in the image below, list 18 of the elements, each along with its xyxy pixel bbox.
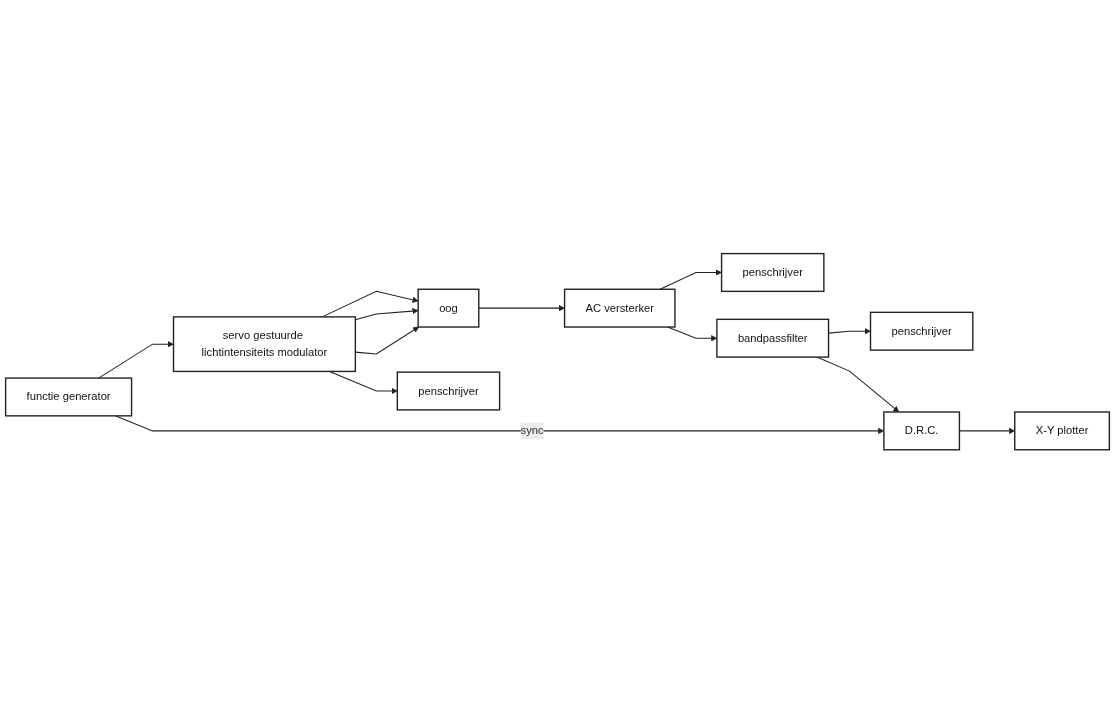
node-box: X-Y plotter [1014, 411, 1111, 451]
arrow [816, 356, 900, 413]
node-box: oog [417, 288, 480, 328]
arrow [98, 340, 174, 379]
node-box: AC versterker [563, 288, 676, 328]
arrow [478, 304, 565, 312]
node-box: servo gestuurde lichtintensiteits modulator [172, 316, 357, 372]
edge-label: sync [520, 424, 544, 437]
arrow [828, 327, 871, 335]
node-box: penschrijver [869, 311, 974, 351]
node-box: bandpassfilter [716, 318, 830, 358]
node-box: functie generator [4, 377, 133, 417]
arrow [329, 370, 398, 394]
node-box: penschrijver [396, 371, 501, 411]
node-box: D.R.C. [883, 411, 961, 451]
arrow [354, 307, 419, 321]
node-box: penschrijver [720, 252, 825, 292]
arrow [659, 269, 722, 290]
